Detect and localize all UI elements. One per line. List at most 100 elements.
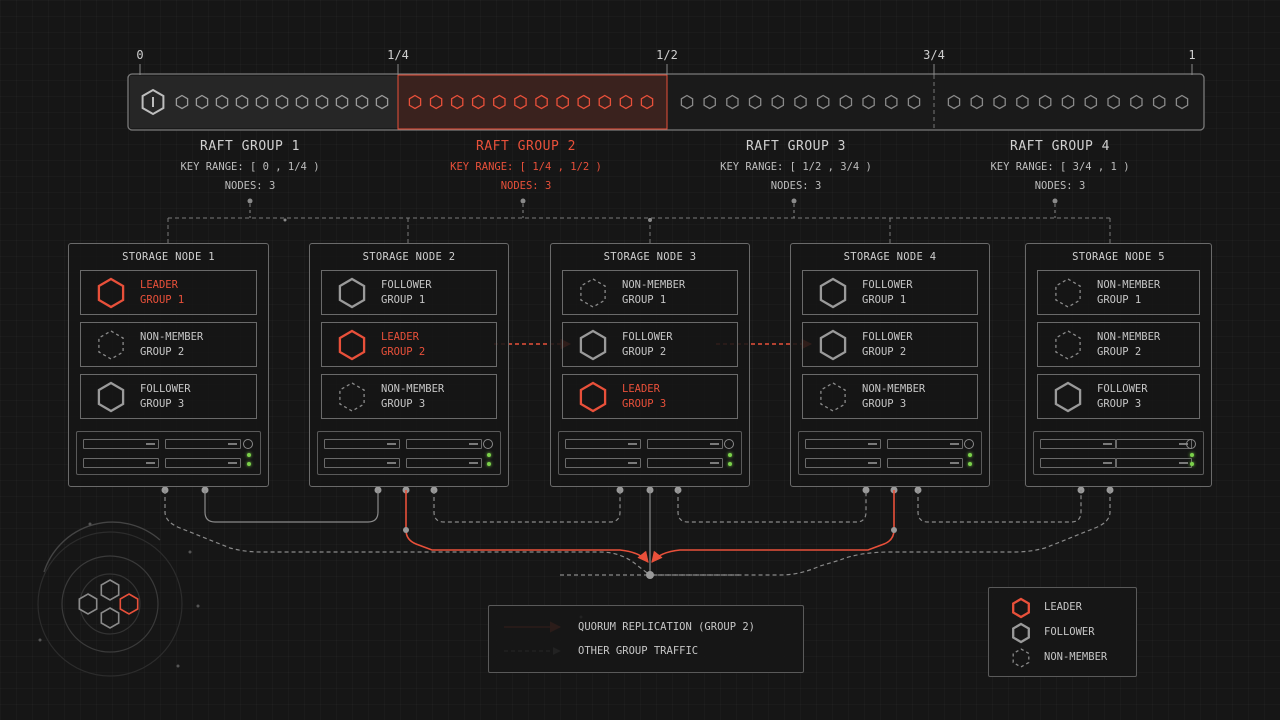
raft-group-title: RAFT GROUP 1 — [200, 139, 300, 154]
drive-slot — [805, 458, 881, 468]
junction-dot — [403, 527, 409, 533]
raft-group-key-range: KEY RANGE: [ 1/2 , 3/4 ) — [720, 161, 872, 173]
slot-group: GROUP 1 — [862, 294, 907, 306]
status-led — [1190, 453, 1194, 457]
drive-slot — [83, 458, 160, 468]
quorum-path — [405, 490, 649, 563]
drive-slot — [647, 458, 723, 468]
scale-tick-half: 1/2 — [656, 48, 678, 62]
drive-slot — [887, 458, 963, 468]
drive-slot — [1116, 439, 1193, 449]
key-hexagon — [1061, 94, 1075, 110]
slot-role: LEADER — [140, 279, 178, 291]
drive-bay — [317, 431, 501, 475]
slot-group: GROUP 2 — [140, 346, 185, 358]
drive-slot — [1116, 458, 1193, 468]
drive-slot — [1039, 458, 1116, 468]
drive-slot — [83, 439, 160, 449]
scale-tick-three-quarter: 3/4 — [923, 48, 945, 62]
key-hexagon — [1130, 94, 1143, 110]
key-hexagon — [726, 94, 739, 110]
slot-role: FOLLOWER — [862, 279, 913, 291]
range-start-hexagon-icon — [141, 88, 165, 116]
legend-quorum-replication: QUORUM REPLICATION (GROUP 2) — [578, 621, 756, 633]
slot-role: FOLLOWER — [381, 279, 432, 291]
key-hexagon — [335, 94, 349, 110]
status-led — [1190, 462, 1194, 466]
key-hexagon — [175, 94, 189, 110]
group-slot-1[interactable]: LEADER GROUP 1 — [80, 270, 257, 315]
power-icon — [724, 439, 734, 449]
key-hexagon — [514, 94, 527, 110]
slot-group: GROUP 2 — [1097, 346, 1142, 358]
scale-tick-1: 1 — [1188, 48, 1196, 62]
key-hexagon — [315, 94, 329, 110]
drive-slot — [887, 439, 963, 449]
slot-group: GROUP 1 — [140, 294, 185, 306]
key-hexagon — [1016, 94, 1029, 110]
key-hexagon — [535, 94, 548, 110]
quorum-path — [651, 490, 895, 563]
raft-group-2: RAFT GROUP 2 KEY RANGE: [ 1/4 , 1/2 ) NO… — [406, 139, 646, 192]
power-icon — [243, 439, 253, 449]
group-2-range-highlight — [397, 74, 668, 130]
raft-group-node-count: NODES: 3 — [224, 180, 276, 192]
key-hexagon — [1038, 94, 1052, 110]
non-member-hexagon-icon — [580, 278, 606, 308]
drive-slot — [1039, 439, 1116, 449]
raft-group-key-range: KEY RANGE: [ 1/4 , 1/2 ) — [450, 161, 602, 173]
drive-bay — [798, 431, 982, 475]
key-hexagon — [862, 94, 875, 110]
status-led — [968, 462, 972, 466]
power-icon — [1186, 439, 1196, 449]
legend-other-traffic: OTHER GROUP TRAFFIC — [578, 645, 699, 657]
raft-group-title: RAFT GROUP 4 — [1010, 139, 1110, 154]
key-hexagon — [598, 94, 612, 110]
status-led — [728, 462, 732, 466]
power-icon — [964, 439, 974, 449]
follower-hexagon-icon — [1054, 381, 1082, 413]
key-hexagon — [993, 94, 1006, 110]
key-hexagon — [771, 94, 785, 110]
drive-bay — [1033, 431, 1204, 475]
group-slot-1[interactable]: FOLLOWER GROUP 1 — [802, 270, 978, 315]
follower-hexagon-icon — [1012, 622, 1030, 644]
leader-hexagon-icon — [338, 329, 366, 361]
key-hexagon — [839, 94, 853, 110]
non-member-hexagon-icon — [98, 330, 124, 360]
drive-slot — [805, 439, 881, 449]
key-hexagon — [748, 94, 762, 110]
raft-group-node-count: NODES: 3 — [500, 180, 552, 192]
scale-tick-0: 0 — [136, 48, 144, 62]
raft-group-title: RAFT GROUP 2 — [476, 139, 576, 154]
group-anchor-dot — [247, 198, 253, 204]
key-hexagon — [885, 94, 898, 110]
key-hexagon — [640, 94, 654, 110]
non-member-hexagon-icon — [1055, 330, 1081, 360]
storage-node-title: STORAGE NODE 5 — [1072, 251, 1165, 263]
key-hexagon — [1084, 94, 1098, 110]
uplink — [164, 490, 651, 576]
non-member-hexagon-icon — [1012, 648, 1030, 668]
leader-hexagon-icon — [97, 277, 125, 309]
drive-slot — [647, 439, 723, 449]
